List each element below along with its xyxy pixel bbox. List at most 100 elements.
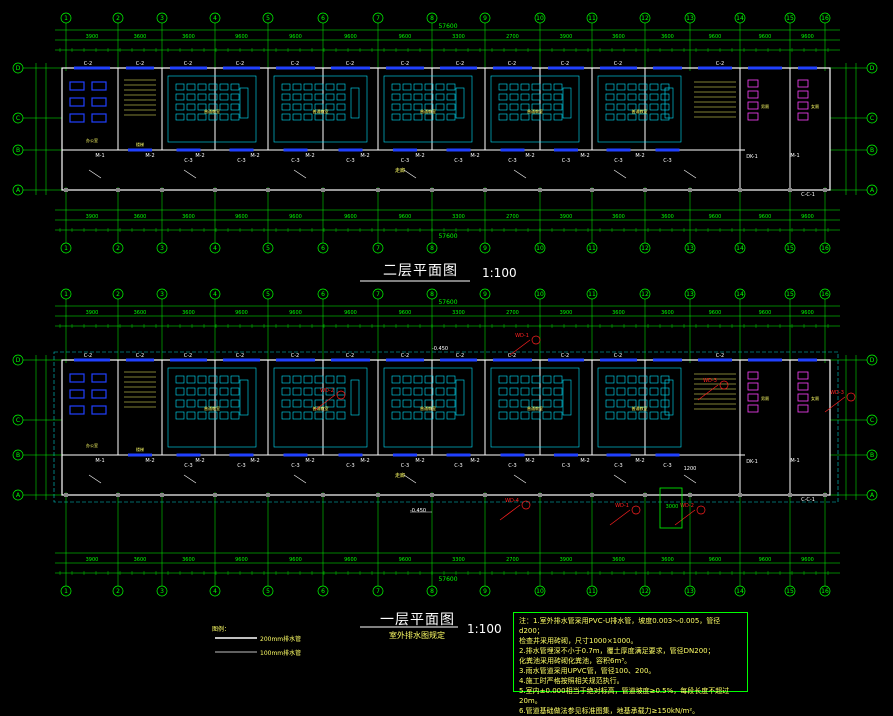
column [64,188,68,192]
stair-arrow [293,169,307,179]
bay-dimension: 3600 [182,34,195,40]
grid-label-top: 9 [483,15,487,22]
grid-label-top: 1 [64,15,68,22]
grid-label-left: A [16,187,21,194]
desk [435,375,445,384]
desk [531,113,541,121]
bay-dimension: 9600 [759,310,772,316]
desk [413,375,423,384]
grid-label-top: 8 [430,15,434,22]
annotation-bubble [531,335,541,345]
grid-label-bottom: 16 [821,245,829,252]
grid-label-bottom: 2 [116,588,120,595]
desk [230,399,240,408]
grid-label-bottom: 12 [641,588,649,595]
door-label: M-2 [195,153,204,159]
bay-dimension: 3600 [612,557,625,563]
grid-label-top: 1 [64,291,68,298]
annotation-bubble [696,505,706,515]
desk [446,375,456,384]
bay-dimension: 9600 [801,310,814,316]
grid-label-bottom: 1 [64,245,68,252]
annotation-leader [499,504,521,521]
bay-dimension: 2700 [506,34,519,40]
desk [520,375,530,384]
stair-arrow [403,474,417,484]
classroom-furniture-zone [167,367,257,448]
note-line: 检查井采用砖砌，尺寸1000×1000。 [519,637,638,645]
desk [531,411,541,420]
pipe-label: WD-1 [515,333,529,339]
desk [281,387,291,396]
door-label: M-2 [525,458,534,464]
desk [336,387,346,396]
grid-label-top: 4 [213,15,217,22]
room-label: 楼梯 [136,141,144,147]
column [116,188,120,192]
toilet-fixture [797,112,809,121]
corridor-window-label: C-3 [291,463,299,469]
desk [542,113,552,121]
desk [553,93,563,101]
room-label: 女厕 [811,103,819,109]
desk [553,375,563,384]
grid-label-top: 15 [786,291,794,298]
door-label: M-2 [145,153,154,159]
desk [553,399,563,408]
desk [616,83,626,91]
desk [638,387,648,396]
door-label: M-2 [580,458,589,464]
grid-label-bottom: 11 [588,245,596,252]
note-line: 5.室内±0.000相当于绝对标高，管道坡度≥0.5%，每段长度不超过20m。 [519,687,730,705]
annotation-leader [509,339,531,356]
podium [350,379,360,416]
grid-label-top: 7 [376,15,380,22]
toilet-fixture [747,79,759,88]
desk [435,93,445,101]
bay-dimension: 9600 [344,557,357,563]
grid-label-top: 2 [116,291,120,298]
bay-dimension: 3300 [452,557,465,563]
column [538,493,542,497]
desk [553,113,563,121]
desk [649,113,659,121]
desk [542,399,552,408]
desk [186,387,196,396]
desk [219,411,229,420]
column [376,188,380,192]
desk [616,411,626,420]
desk [649,83,659,91]
legend: 图例： 200mm排水管 100mm排水管 [212,624,301,657]
desk [498,375,508,384]
desk [197,387,207,396]
desk [424,387,434,396]
window-label: C-2 [291,61,299,67]
bay-dimension: 3300 [452,34,465,40]
desk [186,375,196,384]
desk [498,399,508,408]
desk [627,387,637,396]
desk [391,83,401,91]
classroom-furniture-zone [383,75,473,143]
desk [435,113,445,121]
desk [336,399,346,408]
desk [616,93,626,101]
desk [605,113,615,121]
office-desk [91,373,107,383]
desk [424,83,434,91]
room-label: 普通教室 [527,108,543,114]
podium [664,379,674,416]
column [643,188,647,192]
dimension-text: 3000 [666,504,679,510]
desk [424,375,434,384]
toilet-fixture [747,382,759,391]
desk [208,399,218,408]
window-label: C-2 [346,61,354,67]
desk [219,375,229,384]
desk [402,103,412,111]
column [64,493,68,497]
grid-label-right: C [870,417,874,424]
desk [649,375,659,384]
stair-arrow [513,169,527,179]
grid-label-bottom: 4 [213,245,217,252]
